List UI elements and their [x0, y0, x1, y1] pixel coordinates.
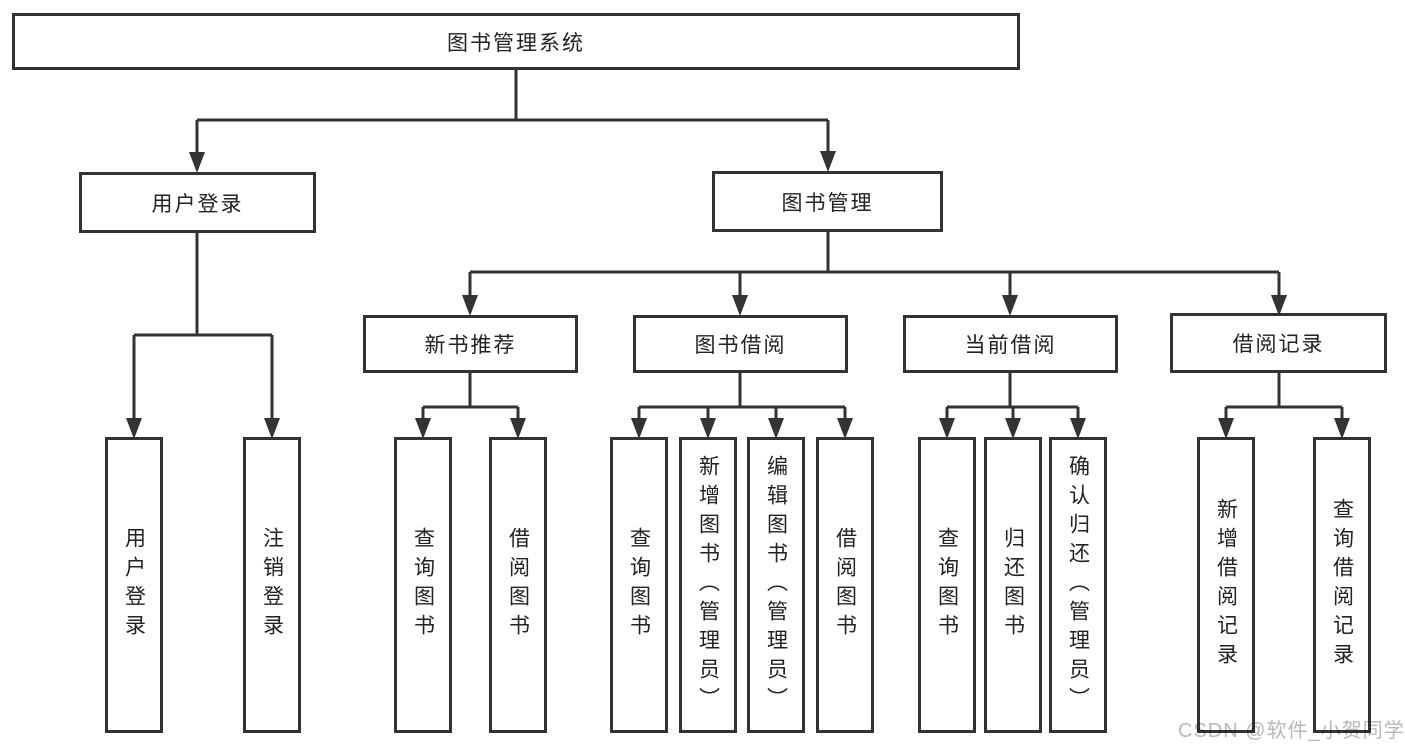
leaf-label: 查询图书 — [627, 527, 651, 643]
arrow-down-icon — [189, 152, 205, 173]
arrow-down-icon — [1334, 418, 1350, 439]
node-user-login: 用户登录 — [79, 172, 316, 233]
leaf-label: 用户登录 — [122, 527, 146, 643]
leaf-query-books-borrowing: 查询图书 — [610, 437, 668, 733]
node-current-borrowing: 当前借阅 — [903, 315, 1118, 373]
leaf-borrow-books-recommend: 借阅图书 — [489, 437, 547, 733]
leaf-add-book-admin: 新增图书（管理员） — [679, 437, 737, 733]
watermark: CSDN @软件_小贺同学 — [1178, 720, 1405, 742]
leaf-label: 借阅图书 — [833, 527, 857, 643]
leaf-query-books-recommend: 查询图书 — [394, 437, 452, 733]
arrow-down-icon — [415, 418, 431, 439]
node-new-book-recommendation: 新书推荐 — [363, 315, 578, 373]
arrow-down-icon — [1005, 418, 1021, 439]
leaf-label: 归还图书 — [1001, 527, 1025, 643]
leaf-add-borrow-record: 新增借阅记录 — [1197, 437, 1255, 733]
arrow-down-icon — [820, 151, 836, 172]
leaf-query-books-current: 查询图书 — [918, 437, 976, 733]
leaf-query-borrow-record: 查询借阅记录 — [1313, 437, 1371, 733]
arrow-down-icon — [631, 418, 647, 439]
leaf-user-login: 用户登录 — [105, 437, 163, 733]
leaf-return-books: 归还图书 — [984, 437, 1042, 733]
node-book-management: 图书管理 — [712, 171, 943, 232]
leaf-logout-login: 注销登录 — [243, 437, 301, 733]
arrow-down-icon — [732, 295, 748, 316]
leaf-label: 查询图书 — [935, 527, 959, 643]
leaf-label: 确认归还（管理员） — [1066, 454, 1090, 716]
leaf-borrow-books-borrowing: 借阅图书 — [816, 437, 874, 733]
arrow-down-icon — [700, 418, 716, 439]
leaf-label: 查询借阅记录 — [1330, 498, 1354, 672]
arrow-down-icon — [462, 295, 478, 316]
node-book-borrowing: 图书借阅 — [633, 315, 848, 373]
arrow-down-icon — [264, 418, 280, 439]
arrow-down-icon — [510, 418, 526, 439]
arrow-down-icon — [837, 418, 853, 439]
arrow-down-icon — [1218, 418, 1234, 439]
leaf-label: 借阅图书 — [506, 527, 530, 643]
leaf-label: 编辑图书（管理员） — [764, 454, 788, 716]
node-library-management-system: 图书管理系统 — [12, 13, 1020, 70]
arrow-down-icon — [1070, 418, 1086, 439]
leaf-label: 新增借阅记录 — [1214, 498, 1238, 672]
arrow-down-icon — [1002, 295, 1018, 316]
arrow-down-icon — [126, 418, 142, 439]
leaf-label: 查询图书 — [411, 527, 435, 643]
arrow-down-icon — [768, 418, 784, 439]
arrow-down-icon — [939, 418, 955, 439]
leaf-confirm-return-admin: 确认归还（管理员） — [1049, 437, 1107, 733]
node-borrowing-records: 借阅记录 — [1170, 313, 1387, 373]
leaf-label: 新增图书（管理员） — [696, 454, 720, 716]
leaf-label: 注销登录 — [260, 527, 284, 643]
leaf-edit-book-admin: 编辑图书（管理员） — [747, 437, 805, 733]
